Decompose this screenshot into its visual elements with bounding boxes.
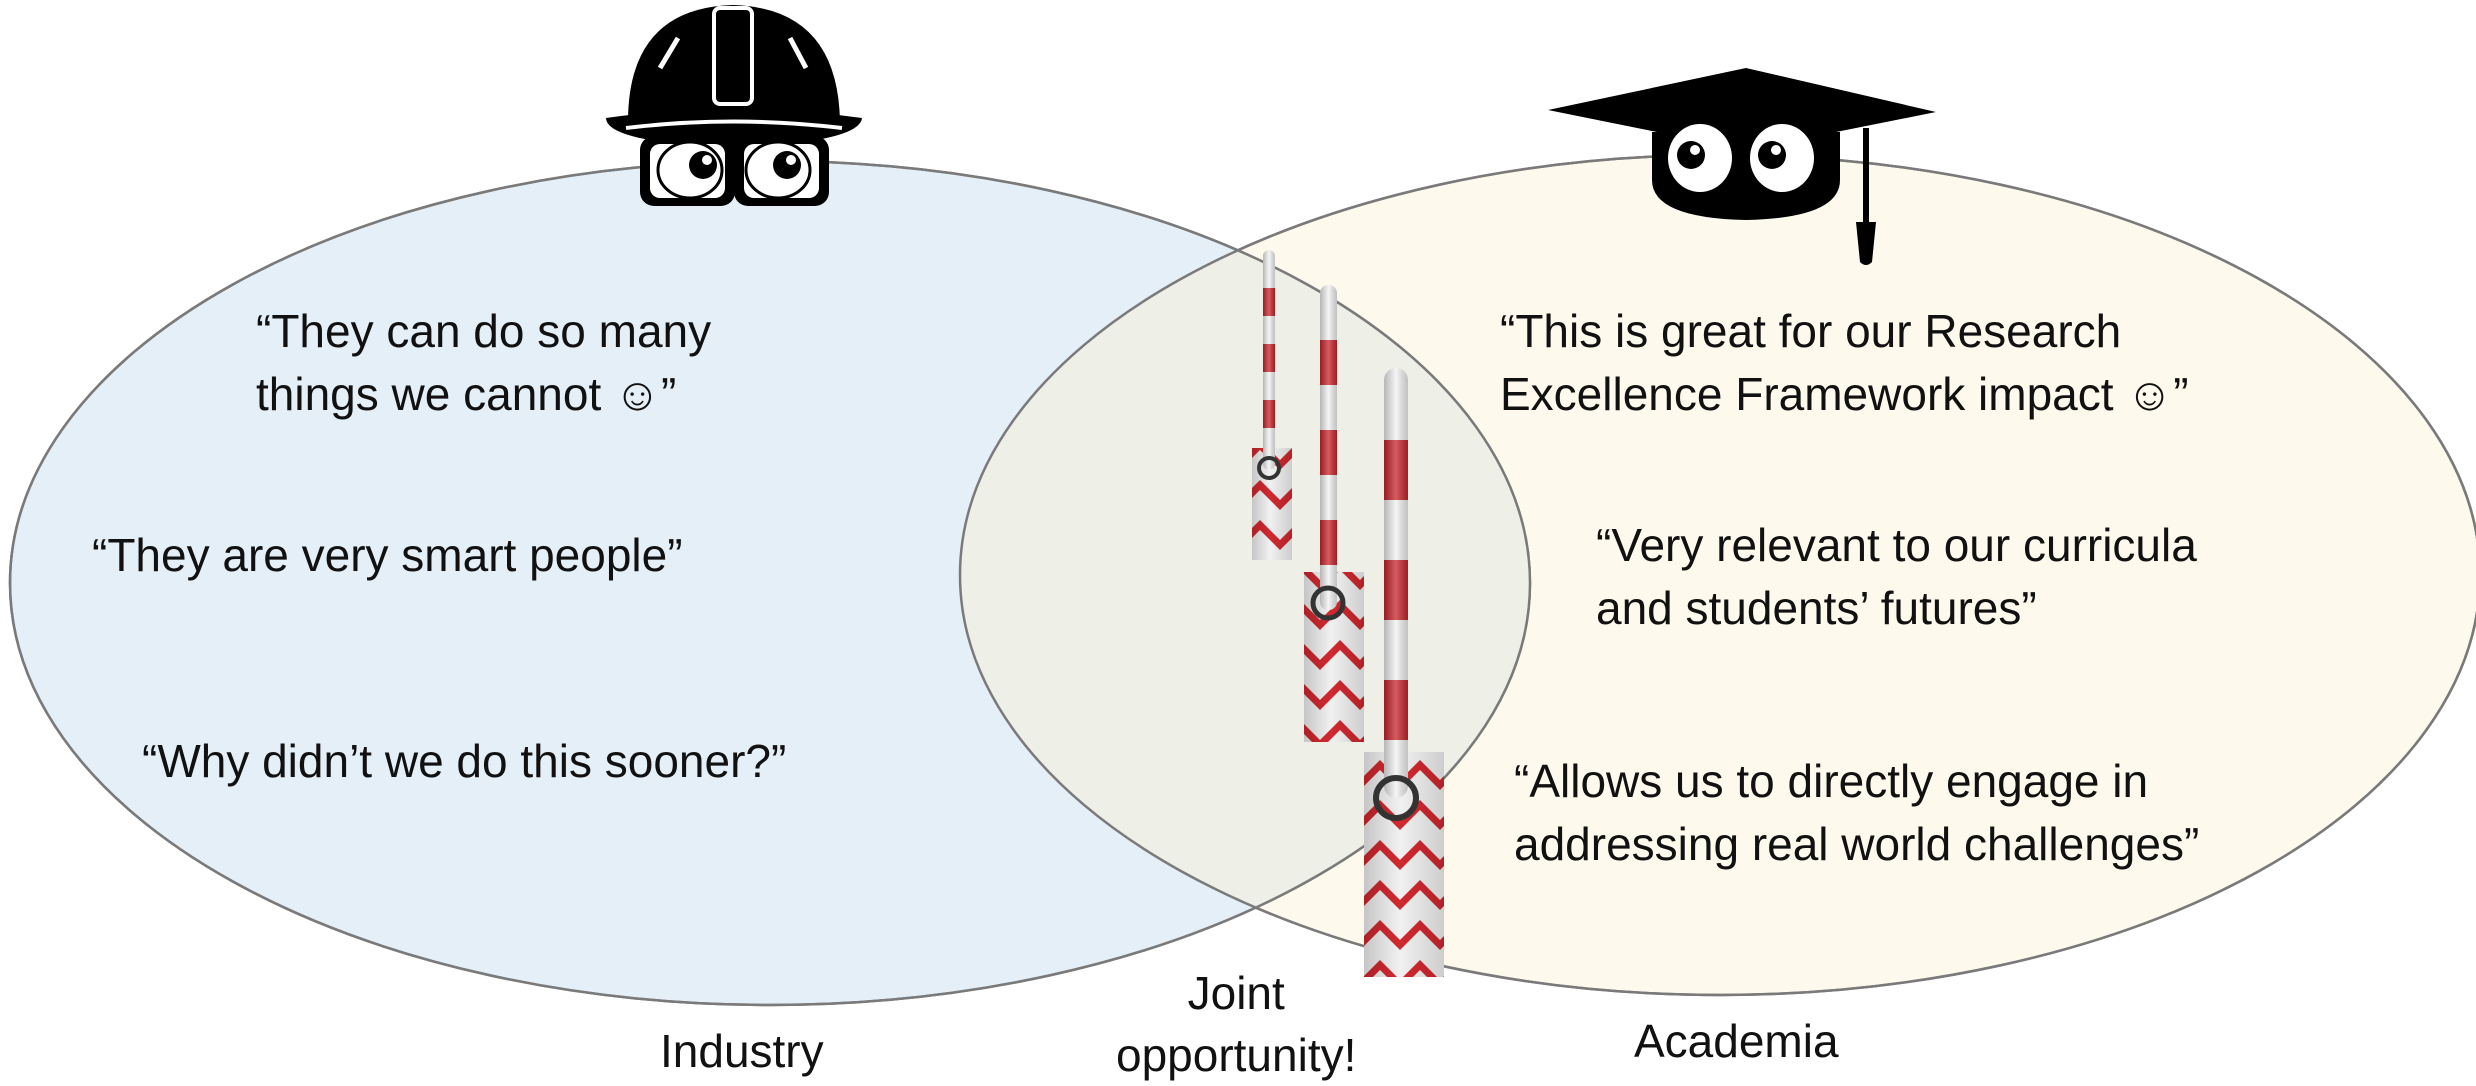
barrier-small bbox=[1252, 250, 1292, 560]
graduation-cap-eyes-icon bbox=[1548, 68, 1936, 265]
overlap-region bbox=[960, 161, 1530, 995]
academia-label: Academia bbox=[1634, 1015, 1839, 1067]
academia-quote-1: “This is great for our Research Excellen… bbox=[1500, 305, 2189, 420]
barrier-large bbox=[1364, 368, 1444, 977]
barrier-medium bbox=[1304, 285, 1364, 742]
industry-quote-3: “Why didn’t we do this sooner?” bbox=[142, 735, 787, 787]
industry-quote-2: “They are very smart people” bbox=[92, 529, 683, 581]
industry-label: Industry bbox=[660, 1025, 824, 1077]
industry-quote-1: “They can do so many things we cannot ☺” bbox=[256, 305, 712, 420]
joint-opportunity-label: Joint opportunity! bbox=[1116, 967, 1357, 1081]
academia-quote-2: “Very relevant to our curricula and stud… bbox=[1596, 519, 2197, 634]
barrier-gate-icon bbox=[1252, 250, 1444, 977]
hard-hat-glasses-icon bbox=[606, 5, 862, 206]
academia-quote-3: “Allows us to directly engage in address… bbox=[1514, 755, 2200, 870]
